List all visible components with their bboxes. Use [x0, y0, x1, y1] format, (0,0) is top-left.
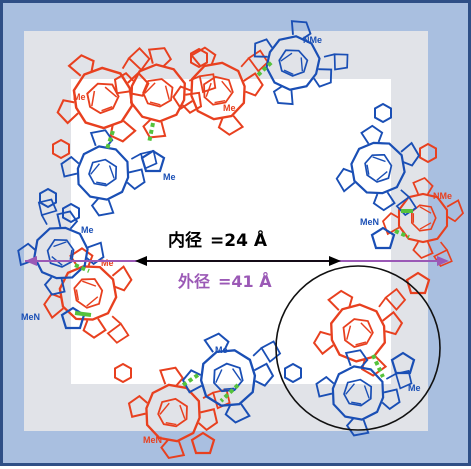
- coordination-links: [74, 59, 413, 403]
- label-bottom-right: Me: [408, 383, 421, 393]
- substituent-labels: Me Me NMe Me Me NMe MeN Me MeN Me MeN Me: [21, 35, 452, 445]
- label-top-1: Me: [73, 92, 86, 102]
- label-mid-left-2: MeN: [21, 312, 40, 322]
- label-left-2: Me: [81, 225, 94, 235]
- inner-diameter-arrow: [135, 256, 341, 266]
- label-bottom-1: Me: [215, 345, 228, 355]
- label-top-2: Me: [223, 103, 236, 113]
- center-panel: [71, 79, 391, 384]
- porphyrin-ring-diagram: Me Me NMe Me Me NMe MeN Me MeN Me MeN Me…: [10, 5, 465, 468]
- label-mid-left-1: Me: [101, 258, 114, 268]
- outer-diameter-label: 外径=41 Å: [177, 272, 272, 291]
- label-top-3: NMe: [303, 35, 322, 45]
- highlight-circle: [275, 265, 441, 431]
- inner-diameter-label: 内径=24 Å: [168, 228, 268, 251]
- label-bottom-2: MeN: [143, 435, 162, 445]
- label-left-1: Me: [163, 172, 176, 182]
- label-right-2: MeN: [360, 217, 379, 227]
- label-right-1: NMe: [433, 191, 452, 201]
